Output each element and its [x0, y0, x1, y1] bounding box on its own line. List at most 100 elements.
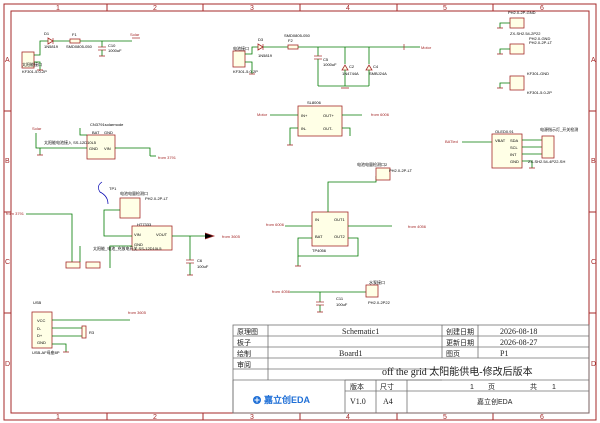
- oled-connector[interactable]: [541, 135, 555, 159]
- ht7333-from-label: from 3791: [6, 211, 25, 216]
- usb-block[interactable]: USB VCC D- D+ GND USB-AF母座8P from 3605 R…: [31, 300, 147, 355]
- fuse-f1[interactable]: [69, 38, 81, 44]
- pump-connector[interactable]: [365, 284, 379, 298]
- diode-d1[interactable]: [47, 37, 54, 45]
- usb-pin-dm: D-: [37, 326, 42, 331]
- ht7333-block[interactable]: from 3791 HT7333 VIN GND VOUT C6 100uF f…: [6, 181, 241, 276]
- solar-connector-ref: 太阳能接口: [22, 61, 42, 67]
- usb-pin-dp: D+: [37, 333, 43, 338]
- battery-connector-part: KF301-5.0-2P: [233, 69, 258, 74]
- jtop3-connector[interactable]: [509, 75, 525, 91]
- d3-ref: D3: [258, 37, 264, 42]
- battery-detect-connector[interactable]: [119, 197, 141, 219]
- oled-block[interactable]: BATled OLED0.91 VBAT SDA SCL INT GND 电源指…: [445, 126, 578, 169]
- resistor-r3[interactable]: [81, 325, 87, 339]
- page-label: 页: [488, 383, 495, 391]
- version-value: V1.0: [350, 397, 366, 406]
- f1-ref: F1: [72, 32, 77, 37]
- d1-part: 1N5819: [44, 44, 59, 49]
- jtop2-ref: PH2.0-GND: [529, 36, 550, 41]
- ht7333-gnd: GND: [134, 242, 143, 247]
- ht7333-conn-part: PH2.0-2P-LT: [145, 196, 169, 201]
- col-label-1-bottom: 1: [56, 414, 60, 421]
- oled-ref: OLED0.91: [495, 129, 514, 134]
- c-out-ref: C6: [197, 258, 203, 263]
- tp4056-in: IN: [315, 217, 319, 222]
- c11-value: 100uF: [336, 302, 348, 307]
- board-value: Board1: [339, 349, 363, 358]
- f2-part: SMD0805-050: [284, 33, 311, 38]
- oled-pin-vbat: VBAT: [495, 138, 506, 143]
- sheet-value: P1: [500, 349, 508, 358]
- fuse-f2[interactable]: [287, 44, 299, 50]
- created-label: 创建日期: [446, 327, 474, 336]
- sl8006-chip[interactable]: [297, 105, 343, 137]
- col-label-2-bottom: 2: [153, 414, 157, 421]
- ht7333-vout: VOUT: [156, 232, 168, 237]
- c11-ref: C11: [336, 296, 344, 301]
- sl8006-pin-inn: IN-: [301, 126, 307, 131]
- oled-label: BATled: [445, 139, 458, 144]
- cn3791-solar-label: Solar: [32, 126, 42, 131]
- cn3791-chip[interactable]: [86, 134, 116, 160]
- charge-switch[interactable]: [65, 261, 81, 269]
- charge-switch-2[interactable]: [85, 261, 101, 269]
- jtop1-ref: PH2.0-2P-GND: [508, 10, 536, 15]
- usb-from-label: from 3605: [128, 310, 147, 315]
- schematic-title: off the grid 太阳能供电-修改后版本: [382, 365, 533, 378]
- battery-detect-connector-2[interactable]: [375, 167, 391, 181]
- pump-block[interactable]: from 4056 C11 100uF 水泵接口 PH2.0-2P22: [272, 279, 391, 313]
- f1-part: SMD0805-050: [66, 44, 93, 49]
- solar-connector[interactable]: [21, 51, 35, 69]
- battery-connector[interactable]: [232, 50, 246, 68]
- title-block: 原理图 Schematic1 板子 Board1 绘制 审阅 创建日期 2026…: [232, 324, 590, 414]
- updated-value: 2026-08-27: [500, 338, 537, 347]
- row-label-d-right: D: [591, 361, 596, 368]
- tp4056-block[interactable]: from 6006 IN BAT OUT1 OUT2 TP4056 from 4…: [266, 161, 427, 267]
- oled-pin-int: INT: [510, 152, 517, 157]
- col-label-6: 6: [540, 5, 544, 12]
- pump-conn: 水泵接口: [369, 279, 385, 285]
- tp4056-chip[interactable]: [311, 211, 349, 247]
- ht7333-to-label: from 3605: [222, 234, 241, 239]
- tp4056-ref: TP4056: [312, 248, 327, 253]
- updated-label: 更新日期: [446, 338, 474, 347]
- col-label-5: 5: [443, 5, 447, 12]
- jtop2-connector[interactable]: [509, 43, 525, 55]
- size-value: A4: [383, 397, 393, 406]
- usb-connector[interactable]: [31, 311, 53, 349]
- sl8006-motor-label: Motor: [257, 112, 268, 117]
- ht7333-conn: 电池电量检测口: [120, 190, 148, 196]
- jtop3-part: KF301-5.0-2P: [527, 90, 552, 95]
- battery-input-block[interactable]: 电池接口 KF301-5.0-2P D3 1N5819 F2 SMD0805-0…: [232, 33, 432, 89]
- cn3791-note: 太阳能电池接入 SS-12D10L5: [44, 139, 97, 145]
- col-label-4-bottom: 4: [346, 414, 350, 421]
- board-label: 板子: [237, 338, 251, 347]
- col-label-3-bottom: 3: [250, 414, 254, 421]
- jtop1-connector[interactable]: [509, 17, 525, 29]
- solar-input-block[interactable]: 太阳能接口 KF301-5.0-2P D1 1N5819 F1 SMD0805-…: [21, 31, 140, 74]
- easyeda-logo: 嘉立创EDA: [253, 394, 311, 405]
- usb-ref: USB: [33, 300, 42, 305]
- ht7333-chip[interactable]: [131, 225, 173, 251]
- zener-c2[interactable]: [341, 64, 349, 71]
- tvs-c4[interactable]: [365, 64, 373, 71]
- cn3791-gnd: GND: [104, 130, 113, 135]
- oled-conn: 电源指示灯_开关检测: [540, 126, 578, 132]
- tp4056-conn: 电池电量检测口2: [357, 161, 388, 167]
- oled-conn-part: ZX-SH2.54-4P22-SH: [528, 159, 565, 164]
- drawing-value: Schematic1: [342, 327, 379, 336]
- usb-part: USB-AF母座8P: [32, 349, 60, 355]
- oled-module[interactable]: [491, 133, 523, 169]
- sl8006-block[interactable]: SL8006 IN+ IN- OUT+ OUT- Motor from 6006: [257, 100, 390, 146]
- ht7333-vin: VIN: [134, 232, 141, 237]
- cn3791-to-label: from 3791: [158, 155, 177, 160]
- top-right-connectors[interactable]: PH2.0-2P-GND ZX-SH2.54-2P22 PH2.0-GND PH…: [497, 10, 553, 95]
- col-label-1: 1: [56, 5, 60, 12]
- sl8006-pin-outn: OUT-: [323, 126, 333, 131]
- pump-conn-part: PH2.0-2P22: [368, 300, 391, 305]
- diode-d3[interactable]: [257, 43, 264, 51]
- cn3791-block[interactable]: CN3791solarmode BAT GND GND VIN Solar 太阳…: [32, 122, 177, 160]
- sheet-label: 图页: [446, 350, 460, 358]
